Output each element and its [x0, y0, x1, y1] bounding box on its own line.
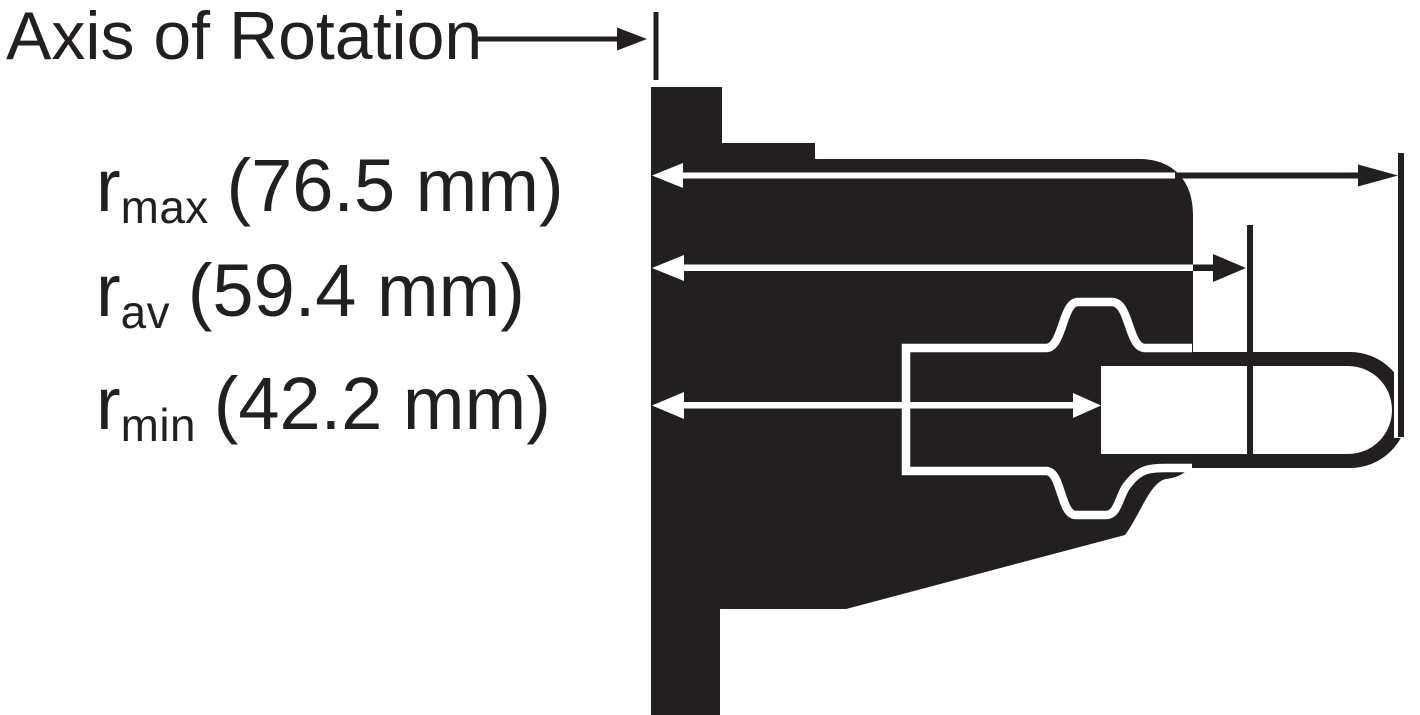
rmax-arrow-shaft-white	[678, 172, 1178, 179]
axis-line	[653, 12, 659, 80]
rmax-arrowhead-left	[652, 163, 683, 188]
axis-of-rotation-label: Axis of Rotation	[6, 2, 482, 70]
rmin-label: rmin(42.2 mm)	[96, 367, 551, 448]
part-silhouette	[651, 87, 1193, 715]
rmax-dimension-arrow	[652, 163, 1398, 188]
rmin-value: (42.2 mm)	[213, 362, 551, 445]
rav-arrowhead-left	[652, 255, 684, 281]
rmax-subscript: max	[120, 180, 209, 233]
axis-pointer-head	[617, 27, 647, 51]
rav-value: (59.4 mm)	[187, 249, 525, 332]
rmin-arrowhead-left	[652, 392, 684, 419]
rmin-dimension-arrow	[652, 392, 1101, 419]
rmin-arrowhead-right	[1073, 393, 1101, 418]
rmin-arrow-shaft	[678, 402, 1078, 409]
axis-of-rotation-text: Axis of Rotation	[6, 0, 483, 74]
rmax-arrowhead-right	[1358, 164, 1398, 187]
rav-arrowhead-right	[1213, 254, 1246, 282]
rmax-symbol: r	[96, 144, 121, 227]
trunnion-bore	[1101, 366, 1392, 454]
rav-arrow-shaft-white	[678, 264, 1193, 271]
relief-channel-outline	[901, 297, 1192, 520]
rmax-arrow-shaft-black	[1175, 172, 1362, 179]
rav-subscript: av	[120, 285, 171, 338]
axis-pointer-shaft	[475, 36, 622, 42]
rmax-label: rmax(76.5 mm)	[96, 149, 564, 230]
rmin-symbol: r	[96, 362, 121, 445]
axis-pointer-arrow	[475, 27, 647, 51]
rav-dimension-tick	[1247, 225, 1253, 458]
rav-dimension-arrow	[652, 254, 1246, 282]
rav-arrow-shaft-black	[1193, 264, 1217, 271]
rmin-subscript: min	[120, 398, 196, 451]
rav-label: rav(59.4 mm)	[96, 254, 525, 335]
rmax-dimension-tick	[1398, 153, 1404, 437]
rav-symbol: r	[96, 249, 121, 332]
rmax-value: (76.5 mm)	[226, 144, 564, 227]
